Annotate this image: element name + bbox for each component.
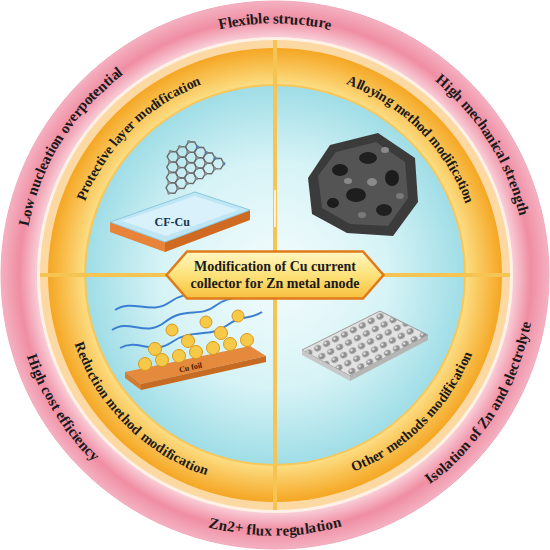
lattice-sheet bbox=[150, 130, 227, 197]
ring-letter: x bbox=[264, 523, 272, 538]
ring-label: Flexible structure bbox=[208, 4, 343, 40]
ring-letter: e bbox=[323, 17, 333, 33]
ring-label: Reduction method modification bbox=[66, 333, 218, 484]
ring-letter: e bbox=[282, 523, 289, 538]
center-hexagon: Modification of Cu current collector for… bbox=[165, 250, 385, 300]
ring-letter: u bbox=[290, 12, 299, 28]
ring-letter: t bbox=[278, 12, 283, 27]
part-label: Cu foil bbox=[178, 362, 202, 375]
ring-label: Protective layer modification bbox=[69, 68, 211, 210]
ring-label: Zn2+ flux regulation bbox=[199, 508, 351, 546]
part-label: CF-Cu bbox=[155, 216, 190, 228]
hexagon-outline bbox=[165, 250, 385, 300]
patterned-mesh bbox=[302, 311, 428, 381]
porous-alloy bbox=[308, 133, 418, 236]
ring-letter: e bbox=[262, 12, 269, 27]
coated-slab bbox=[110, 192, 250, 252]
ring-letter bbox=[272, 523, 276, 538]
ring-letter: r bbox=[275, 523, 282, 538]
ring-letter bbox=[269, 12, 273, 27]
ring-letter: r bbox=[283, 12, 290, 27]
ring-letter: l bbox=[258, 12, 263, 27]
ring-label: Alloying method modification bbox=[338, 68, 482, 213]
ring-letter: u bbox=[256, 523, 265, 538]
ring-letter: b bbox=[249, 12, 259, 28]
ring-letter: + bbox=[234, 520, 245, 536]
ring-label: High cost efficiency bbox=[18, 345, 109, 472]
ring-label: Other methods modification bbox=[343, 342, 481, 480]
center-title: Modification of Cu current collector for… bbox=[189, 258, 361, 292]
ring-letter: s bbox=[273, 11, 279, 26]
